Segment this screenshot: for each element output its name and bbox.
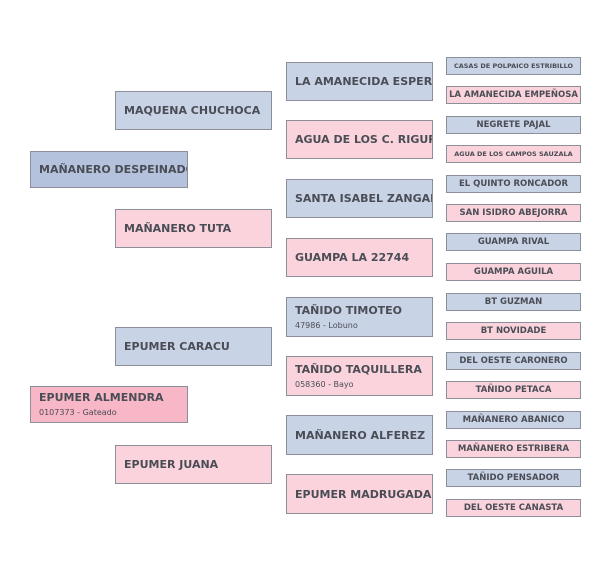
granddam-node[interactable]: AGUA DE LOS C. RIGUROSA II <box>286 120 433 159</box>
node-name: EPUMER JUANA <box>124 458 219 471</box>
node-name: MAÑANERO TUTA <box>124 222 232 235</box>
granddam-node[interactable]: EPUMER MADRUGADA <box>286 474 433 514</box>
node-name: TAÑIDO PETACA <box>475 384 552 395</box>
node-name: SANTA ISABEL ZANGANO <box>295 192 432 205</box>
grandsire-node[interactable]: SANTA ISABEL ZANGANO <box>286 179 433 218</box>
node-name: NEGRETE PAJAL <box>476 119 551 130</box>
grandsire-node[interactable]: LA AMANECIDA ESPERANDO <box>286 62 433 101</box>
node-name: GUAMPA AGUILA <box>473 266 554 277</box>
node-name: EPUMER ALMENDRA <box>39 391 164 404</box>
dam-node[interactable]: MAÑANERO TUTA <box>115 209 272 248</box>
node-name: CASAS DE POLPAICO ESTRIBILLO <box>453 61 574 70</box>
node-name: TAÑIDO TIMOTEO <box>295 303 403 317</box>
great-grandparent-node[interactable]: DEL OESTE CANASTA <box>446 499 581 517</box>
node-name: DEL OESTE CANASTA <box>463 502 564 513</box>
great-grandparent-node[interactable]: CASAS DE POLPAICO ESTRIBILLO <box>446 57 581 75</box>
node-name: DEL OESTE CARONERO <box>459 355 568 366</box>
great-grandparent-node[interactable]: SAN ISIDRO ABEJORRA <box>446 204 581 222</box>
great-grandparent-node[interactable]: TAÑIDO PETACA <box>446 381 581 399</box>
great-grandparent-node[interactable]: BT NOVIDADE <box>446 322 581 340</box>
great-grandparent-node[interactable]: AGUA DE LOS CAMPOS SAUZALA <box>446 145 581 163</box>
node-registration: 47986 - Lobuno <box>295 320 358 330</box>
great-grandparent-node[interactable]: GUAMPA RIVAL <box>446 233 581 251</box>
sire-node[interactable]: MAQUENA CHUCHOCA <box>115 91 272 130</box>
node-registration: 058360 - Bayo <box>295 379 354 389</box>
subject2-node[interactable]: EPUMER ALMENDRA 0107373 - Gateado <box>30 386 188 423</box>
node-name: LA AMANECIDA ESPERANDO <box>295 75 433 88</box>
node-name: TAÑIDO TAQUILLERA <box>295 362 422 376</box>
granddam-node[interactable]: GUAMPA LA 22744 <box>286 238 433 277</box>
node-name: MAÑANERO ALFEREZ <box>295 428 426 442</box>
grandsire-node[interactable]: MAÑANERO ALFEREZ <box>286 415 433 455</box>
node-name: LA AMANECIDA EMPEÑOSA <box>449 89 578 100</box>
grandsire-node[interactable]: TAÑIDO TIMOTEO 47986 - Lobuno <box>286 297 433 337</box>
sire2-node[interactable]: EPUMER CARACU <box>115 327 272 366</box>
node-name: SAN ISIDRO ABEJORRA <box>459 207 568 218</box>
dam2-node[interactable]: EPUMER JUANA <box>115 445 272 484</box>
great-grandparent-node[interactable]: EL QUINTO RONCADOR <box>446 175 581 193</box>
node-name: GUAMPA LA 22744 <box>295 251 410 264</box>
node-name: EPUMER CARACU <box>124 340 230 353</box>
granddam-node[interactable]: TAÑIDO TAQUILLERA 058360 - Bayo <box>286 356 433 396</box>
node-name: MAÑANERO ESTRIBERA <box>457 443 570 454</box>
node-name: EPUMER MADRUGADA <box>295 487 432 501</box>
node-name: BT GUZMAN <box>484 296 543 307</box>
great-grandparent-node[interactable]: GUAMPA AGUILA <box>446 263 581 281</box>
great-grandparent-node[interactable]: BT GUZMAN <box>446 293 581 311</box>
great-grandparent-node[interactable]: LA AMANECIDA EMPEÑOSA <box>446 86 581 104</box>
node-name: TAÑIDO PENSADOR <box>467 472 560 483</box>
node-registration: 0107373 - Gateado <box>39 408 117 417</box>
node-name: GUAMPA RIVAL <box>477 236 550 247</box>
great-grandparent-node[interactable]: DEL OESTE CARONERO <box>446 352 581 370</box>
node-name: AGUA DE LOS C. RIGUROSA II <box>295 133 432 146</box>
great-grandparent-node[interactable]: TAÑIDO PENSADOR <box>446 469 581 487</box>
great-grandparent-node[interactable]: MAÑANERO ESTRIBERA <box>446 440 581 458</box>
great-grandparent-node[interactable]: MAÑANERO ABANICO <box>446 411 581 429</box>
node-name: MAQUENA CHUCHOCA <box>124 104 261 117</box>
node-name: MAÑANERO DESPEINADO <box>39 163 188 176</box>
node-name: AGUA DE LOS CAMPOS SAUZALA <box>454 149 573 158</box>
node-name: MAÑANERO ABANICO <box>462 414 565 425</box>
node-name: BT NOVIDADE <box>480 325 547 336</box>
great-grandparent-node[interactable]: NEGRETE PAJAL <box>446 116 581 134</box>
node-name: EL QUINTO RONCADOR <box>458 178 569 189</box>
subject-node[interactable]: MAÑANERO DESPEINADO <box>30 151 188 188</box>
